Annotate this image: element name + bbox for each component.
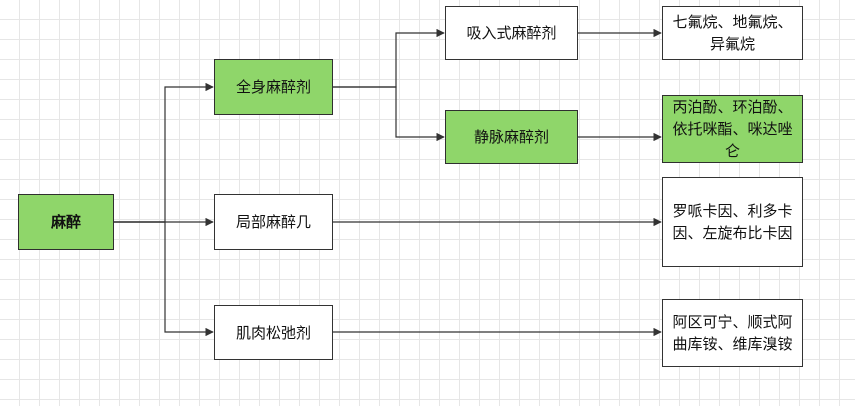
node-general-anesthetic-label: 全身麻醉剂 (235, 78, 311, 96)
node-anesthesia-root-label: 麻醉 (50, 213, 81, 231)
node-general-anesthetic[interactable]: 全身麻醉剂 (214, 59, 333, 115)
node-iv-examples[interactable]: 丙泊酚、环泊酚、依托咪酯、咪达唑仑 (662, 95, 803, 163)
node-inhaled-anesthetic-label: 吸入式麻醉剂 (466, 24, 557, 42)
node-iv-anesthetic[interactable]: 静脉麻醉剂 (445, 110, 578, 164)
node-inhaled-examples-label: 七氟烷、地氟烷、异氟烷 (672, 13, 793, 53)
node-inhaled-anesthetic[interactable]: 吸入式麻醉剂 (445, 6, 578, 60)
edge-general-iv (333, 86, 445, 142)
node-iv-anesthetic-label: 静脉麻醉剂 (473, 128, 549, 146)
node-iv-examples-label: 丙泊酚、环泊酚、依托咪酯、咪达唑仑 (672, 98, 793, 160)
node-muscle-examples-label: 阿区可宁、顺式阿曲库铵、维库溴铵 (672, 313, 793, 353)
node-local-anesthetic-label: 局部麻醉几 (235, 213, 311, 231)
node-muscle-relaxant-label: 肌肉松弛剂 (235, 323, 311, 342)
edge-root-general (114, 82, 214, 223)
node-muscle-examples[interactable]: 阿区可宁、顺式阿曲库铵、维库溴铵 (662, 299, 803, 367)
node-muscle-relaxant[interactable]: 肌肉松弛剂 (214, 305, 333, 360)
node-anesthesia-root[interactable]: 麻醉 (18, 194, 114, 250)
node-local-examples[interactable]: 罗哌卡因、利多卡因、左旋布比卡因 (662, 177, 803, 267)
node-local-examples-label: 罗哌卡因、利多卡因、左旋布比卡因 (672, 202, 793, 242)
node-inhaled-examples[interactable]: 七氟烷、地氟烷、异氟烷 (662, 6, 803, 60)
edge-root-muscle (114, 221, 214, 337)
edge-general-inhaled (333, 28, 445, 88)
node-local-anesthetic[interactable]: 局部麻醉几 (214, 194, 333, 250)
